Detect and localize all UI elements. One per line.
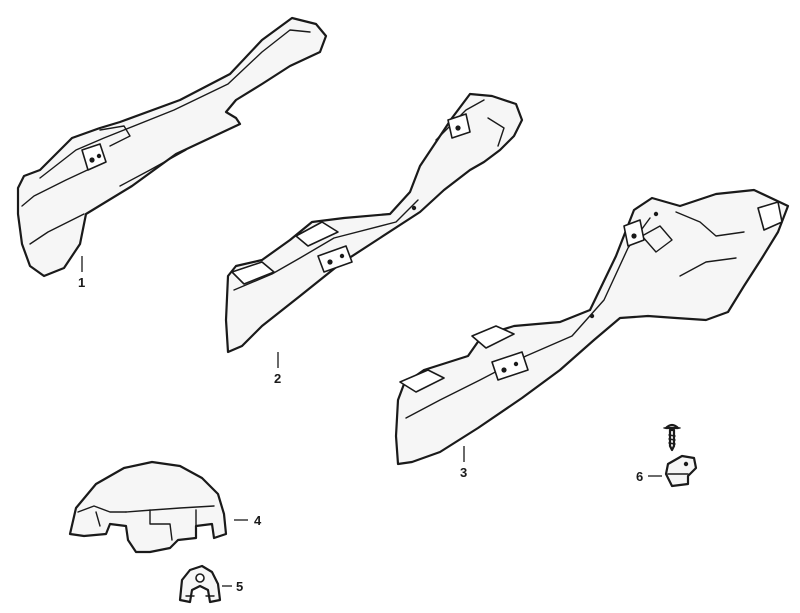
callout-3: 3 xyxy=(460,465,468,480)
part-3-bracket xyxy=(394,188,790,466)
callout-2: 2 xyxy=(274,371,282,386)
part-6-screw-and-clip xyxy=(663,423,698,488)
part-5-clip xyxy=(178,564,222,604)
part-1-cover xyxy=(16,16,328,278)
callout-1: 1 xyxy=(78,275,86,290)
callout-6: 6 xyxy=(636,469,644,484)
callout-5: 5 xyxy=(236,579,244,594)
part-4-dome-cover xyxy=(68,460,228,554)
callout-4: 4 xyxy=(254,513,262,528)
part-2-bracket xyxy=(224,92,524,354)
